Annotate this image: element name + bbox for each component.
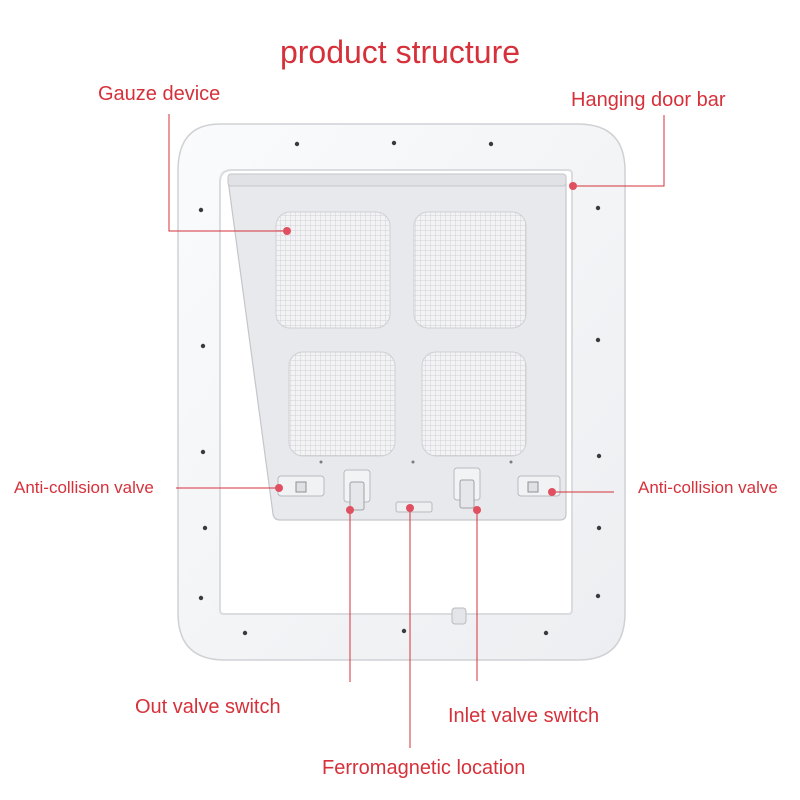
label-out-valve-switch: Out valve switch: [135, 696, 281, 718]
label-anti-collision-valve-left: Anti-collision valve: [14, 478, 154, 497]
mesh-panels: [275, 211, 527, 457]
mesh-panel: [413, 211, 527, 329]
ferromagnetic-strip: [395, 501, 433, 513]
outer-frame: [177, 123, 626, 661]
label-inlet-valve-switch: Inlet valve switch: [448, 705, 600, 727]
anti-collision-part-left: [277, 475, 325, 497]
mesh-panel: [421, 351, 527, 457]
out-valve-switch-part: [343, 469, 371, 511]
mesh-panel: [275, 211, 391, 329]
label-anti-collision-valve-right: Anti-collision valve: [638, 478, 778, 497]
hanging-door-bar: [227, 173, 567, 187]
leader-lines: [168, 114, 665, 748]
label-ferromagnetic-location: Ferromagnetic location: [322, 757, 526, 779]
inlet-valve-switch-part: [453, 467, 481, 509]
screw-holes: [198, 140, 602, 636]
diagram-title: product structure: [279, 34, 521, 70]
mesh-panel: [288, 351, 396, 457]
label-gauze-device: Gauze device: [98, 83, 221, 105]
callout-markers: [275, 182, 577, 514]
bottom-latch: [451, 607, 467, 625]
label-hanging-door-bar: Hanging door bar: [571, 89, 726, 111]
